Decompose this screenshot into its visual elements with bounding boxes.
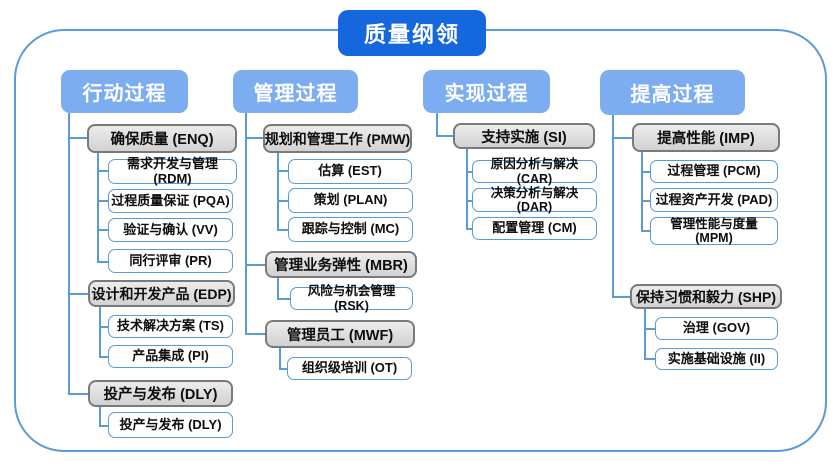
leaf-box-rdm: 需求开发与管理 (RDM) xyxy=(108,156,237,185)
connector-line xyxy=(641,171,650,173)
connector-line xyxy=(641,230,650,232)
header-implementation-process: 实现过程 xyxy=(423,70,550,113)
leaf-box-mc: 跟踪与控制 (MC) xyxy=(288,217,413,242)
connector-line xyxy=(436,135,453,137)
leaf-box-mpm: 管理性能与度量 (MPM) xyxy=(650,217,778,245)
connector-line xyxy=(644,308,646,360)
header-action-process: 行动过程 xyxy=(61,70,188,113)
connector-line xyxy=(99,407,101,427)
leaf-box-vv: 验证与确认 (VV) xyxy=(108,218,233,242)
group-box-enq: 确保质量 (ENQ) xyxy=(87,124,237,153)
connector-line xyxy=(612,115,614,298)
connector-line xyxy=(97,170,108,172)
connector-line xyxy=(97,261,108,263)
connector-line xyxy=(466,171,472,173)
connector-line xyxy=(245,333,265,335)
connector-line xyxy=(612,137,632,139)
group-box-edp: 设计和开发产品 (EDP) xyxy=(88,280,235,307)
connector-line xyxy=(279,368,287,370)
group-box-mwf: 管理员工 (MWF) xyxy=(265,320,415,348)
connector-line xyxy=(245,264,265,266)
connector-line xyxy=(97,153,99,263)
connector-line xyxy=(99,307,101,358)
connector-line xyxy=(466,228,472,230)
diagram-title: 质量纲领 xyxy=(338,10,486,56)
connector-line xyxy=(277,229,288,231)
header-management-process: 管理过程 xyxy=(233,70,358,113)
leaf-box-pcm: 过程管理 (PCM) xyxy=(650,160,778,183)
connector-line xyxy=(99,356,108,358)
connector-line xyxy=(277,278,279,300)
leaf-box-ii: 实施基础设施 (II) xyxy=(655,348,778,370)
connector-line xyxy=(99,326,108,328)
leaf-box-pad: 过程资产开发 (PAD) xyxy=(650,188,778,212)
leaf-box-pqa: 过程质量保证 (PQA) xyxy=(108,189,233,213)
connector-line xyxy=(68,293,88,295)
connector-line xyxy=(277,153,279,231)
connector-line xyxy=(245,137,263,139)
connector-line xyxy=(97,200,108,202)
header-improvement-process: 提高过程 xyxy=(600,70,745,115)
leaf-box-est: 估算 (EST) xyxy=(288,159,412,184)
connector-line xyxy=(612,296,630,298)
group-box-imp: 提高性能 (IMP) xyxy=(632,123,780,152)
connector-line xyxy=(279,348,281,370)
connector-line xyxy=(644,358,655,360)
leaf-box-ot: 组织级培训 (OT) xyxy=(287,357,412,380)
connector-line xyxy=(68,393,88,395)
connector-line xyxy=(97,229,108,231)
connector-line xyxy=(277,298,290,300)
connector-line xyxy=(277,200,288,202)
connector-line xyxy=(466,148,468,230)
connector-line xyxy=(68,137,87,139)
group-box-si: 支持实施 (SI) xyxy=(453,123,595,149)
connector-line xyxy=(436,113,438,137)
group-box-pmw: 规划和管理工作 (PMW) xyxy=(263,124,412,153)
connector-line xyxy=(641,152,643,232)
connector-line xyxy=(245,113,247,335)
group-box-shp: 保持习惯和毅力 (SHP) xyxy=(630,284,782,309)
leaf-box-gov: 治理 (GOV) xyxy=(655,317,778,340)
leaf-box-dar: 决策分析与解决 (DAR) xyxy=(472,186,597,214)
leaf-box-plan: 策划 (PLAN) xyxy=(288,188,413,213)
group-box-mbr: 管理业务弹性 (MBR) xyxy=(265,251,417,278)
connector-line xyxy=(466,200,472,202)
connector-line xyxy=(277,170,288,172)
leaf-box-cm: 配置管理 (CM) xyxy=(472,217,597,240)
connector-line xyxy=(99,425,108,427)
group-box-dly: 投产与发布 (DLY) xyxy=(88,380,233,407)
leaf-box-dly: 投产与发布 (DLY) xyxy=(108,412,233,438)
leaf-box-pr: 同行评审 (PR) xyxy=(108,249,233,273)
connector-line xyxy=(68,113,70,395)
leaf-box-car: 原因分析与解决 (CAR) xyxy=(472,157,597,186)
connector-line xyxy=(644,328,655,330)
leaf-box-ts: 技术解决方案 (TS) xyxy=(108,315,233,338)
leaf-box-rsk: 风险与机会管理 (RSK) xyxy=(290,284,413,313)
connector-line xyxy=(641,200,650,202)
leaf-box-pi: 产品集成 (PI) xyxy=(108,345,233,368)
